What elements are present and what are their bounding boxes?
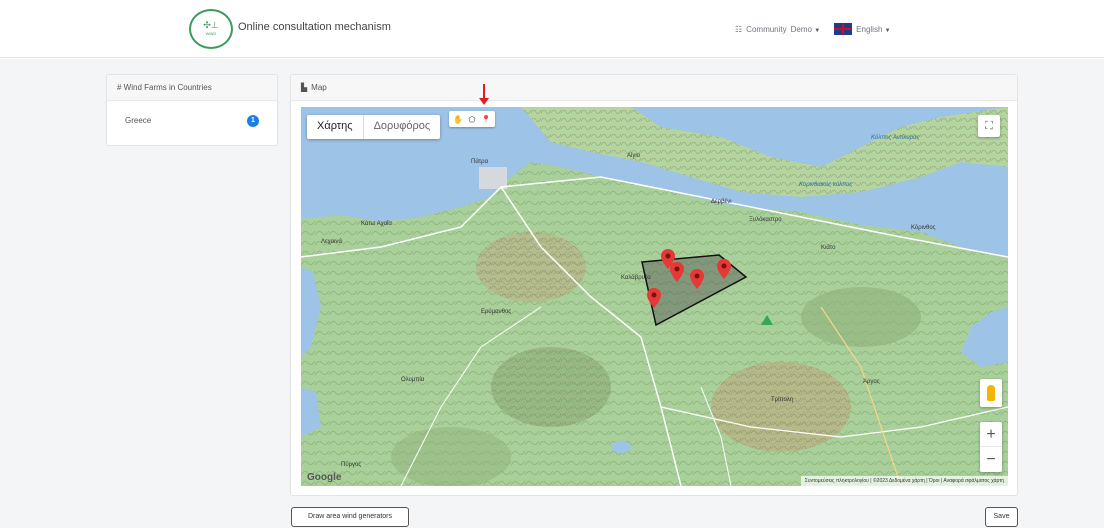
top-navbar: ✣⊥ WIND Online consultation mechanism ☷ … (0, 0, 1104, 58)
map-type-satellite-button[interactable]: Δορυφόρος (362, 115, 441, 139)
polygon-draw-icon[interactable]: ⬠ (468, 114, 476, 124)
nav-right: ☷ Community Demo ▼ English ▼ (735, 23, 891, 35)
map-label: Κιάτο (821, 245, 836, 251)
wind-farms-card: # Wind Farms in Countries Greece 1 (106, 74, 278, 146)
community-label: Community (746, 24, 787, 34)
language-dropdown[interactable]: English ▼ (856, 24, 891, 34)
brand-title[interactable]: Online consultation mechanism (238, 21, 391, 33)
map-label: Κορινθιακός κόλπος (799, 182, 853, 188)
map-label: Κάτω Αχαΐα (361, 221, 392, 227)
community-icon: ☷ (735, 24, 743, 34)
community-dropdown[interactable]: Demo ▼ (790, 24, 821, 34)
zoom-control: + − (980, 422, 1002, 472)
map-label: Ερύμανθος (481, 309, 512, 315)
drawing-toolbar: ✋ ⬠ 📍 (449, 111, 495, 127)
map-label: Δερβένι (711, 199, 732, 205)
chevron-down-icon: ▼ (814, 27, 821, 34)
country-item-greece[interactable]: Greece (125, 116, 152, 125)
wind-farm-marker[interactable] (670, 262, 684, 282)
zoom-in-button[interactable]: + (980, 422, 1002, 447)
map-label: Πύργος (341, 462, 362, 468)
fullscreen-icon[interactable]: ⛶ (978, 115, 1000, 137)
google-map[interactable]: Πάτρα Αίγιο Κορινθιακός κόλπος Κόλπος Αν… (301, 107, 1008, 486)
wind-farm-marker[interactable] (690, 269, 704, 289)
google-logo: Google (307, 472, 342, 483)
wind-farm-marker[interactable] (717, 259, 731, 279)
map-attribution[interactable]: Συντομεύσεις πληκτρολογίου | ©2023 Δεδομ… (800, 476, 1008, 486)
wind-farm-marker[interactable] (647, 288, 661, 308)
street-view-pegman-icon[interactable] (980, 379, 1002, 407)
hand-pan-icon[interactable]: ✋ (453, 114, 463, 124)
country-count-badge: 1 (247, 115, 259, 127)
marker-draw-icon[interactable]: 📍 (481, 114, 491, 124)
draw-area-wind-generators-button[interactable]: Draw area wind generators (291, 507, 409, 527)
map-type-control: Χάρτης Δορυφόρος (307, 115, 441, 139)
wind-turbine-icon: ✣⊥ (203, 21, 219, 31)
wind-farms-card-title: # Wind Farms in Countries (107, 75, 277, 101)
brand-logo[interactable]: ✣⊥ WIND (189, 9, 233, 49)
map-label: Πάτρα (471, 159, 489, 165)
map-type-map-button[interactable]: Χάρτης (317, 120, 353, 132)
map-label: Αίγιο (627, 153, 641, 159)
uk-flag-icon (834, 23, 853, 35)
map-label: Ολυμπία (401, 377, 425, 383)
map-label: Κόλπος Αντίκυρας (871, 135, 920, 141)
map-label: Ξυλόκαστρο (749, 217, 782, 223)
annotation-arrow-icon (479, 84, 489, 105)
map-card-header: ▙ Map (291, 75, 1017, 101)
map-label: Τρίπολη (771, 397, 794, 403)
zoom-out-button[interactable]: − (986, 451, 996, 468)
map-label: Λεχαινά (321, 239, 342, 245)
map-icon: ▙ (301, 83, 308, 92)
chevron-down-icon: ▼ (884, 27, 891, 34)
save-button[interactable]: Save (985, 507, 1018, 527)
wind-farm-marker[interactable] (661, 249, 675, 269)
map-label: Κόρινθος (911, 225, 936, 231)
map-label: Άργος (863, 379, 880, 385)
map-label: Καλάβρυτα (621, 275, 651, 281)
map-card-title: Map (311, 83, 327, 92)
